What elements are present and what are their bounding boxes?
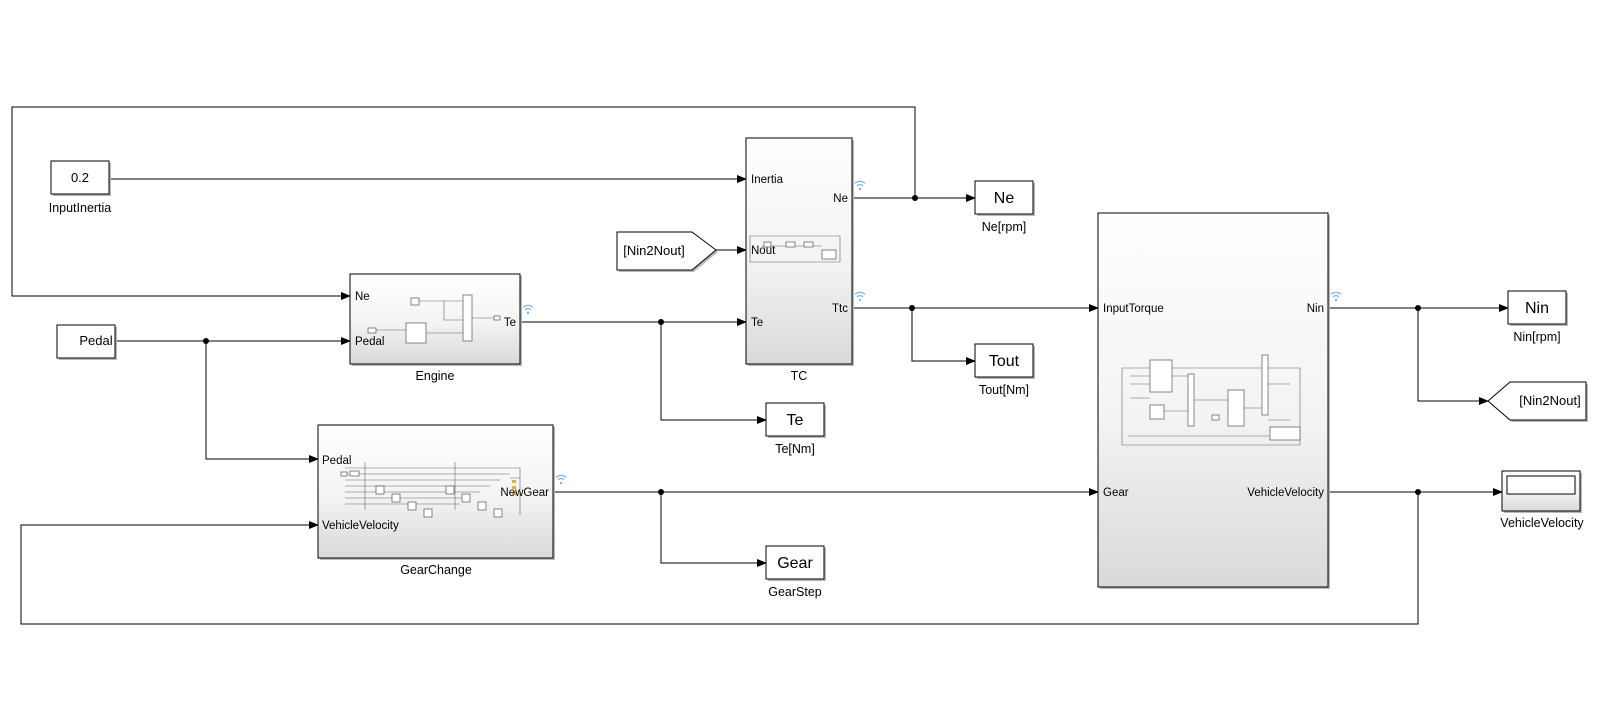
wire-te-display[interactable] [660,322,767,424]
from-nin2nout-block[interactable]: [Nin2Nout] [616,231,718,272]
pedal-block[interactable]: Pedal [56,324,117,360]
gear-display-value: Gear [777,555,813,572]
gear-change-port-pedal: Pedal [322,455,351,467]
gear-change-label: GearChange [400,563,472,577]
signal-logging-icons [522,180,1342,485]
wire-ne-feedback[interactable] [11,106,916,300]
junction-dot [203,338,209,344]
ne-display-label: Ne[rpm] [982,220,1026,234]
input-inertia-label: InputInertia [49,201,112,215]
ne-display-block[interactable]: Ne Ne[rpm] [974,180,1035,234]
wire-gear-display[interactable] [660,492,767,567]
nin-display-block[interactable]: Nin Nin[rpm] [1507,290,1568,344]
junction-dot [909,305,915,311]
tc-port-te: Te [751,317,763,329]
engine-subsystem[interactable]: Ne Pedal Te Engine [349,273,522,383]
engine-label: Engine [416,369,455,383]
junction-dot [1415,305,1421,311]
tc-mini-diagram [749,235,841,263]
junction-dot [912,195,918,201]
goto-nin2nout-block[interactable]: [Nin2Nout] [1487,381,1588,422]
goto-nin2nout-label: [Nin2Nout] [1519,393,1580,408]
transmission-mini-diagram [1121,354,1301,446]
input-inertia-value: 0.2 [71,170,89,185]
transmission-port-vehicle-velocity: VehicleVelocity [1247,487,1324,499]
ne-display-value: Ne [994,190,1015,207]
junction-dots [203,195,1421,495]
tout-display-block[interactable]: Tout Tout[Nm] [974,343,1035,397]
engine-port-te: Te [504,317,516,329]
nin-display-label: Nin[rpm] [1513,330,1560,344]
tc-label: TC [791,369,808,383]
wire-vv-feedback[interactable] [20,492,1419,625]
gear-display-label: GearStep [768,585,822,599]
gear-display-block[interactable]: Gear GearStep [765,545,826,599]
transmission-port-gear: Gear [1103,487,1129,499]
wifi-icon[interactable] [522,304,534,315]
te-display-block[interactable]: Te Te[Nm] [765,402,826,456]
nin-display-value: Nin [1525,300,1549,317]
wifi-icon[interactable] [1330,291,1342,302]
wifi-icon[interactable] [854,291,866,302]
junction-dot [658,489,664,495]
wire-pedal-gearchange[interactable] [205,341,319,463]
input-inertia-block[interactable]: 0.2 InputInertia [49,160,112,215]
tc-port-nout: Nout [751,245,776,257]
tout-display-label: Tout[Nm] [979,383,1029,397]
junction-dot [658,319,664,325]
tc-subsystem[interactable]: Inertia Nout Te Ne Ttc TC [745,137,854,383]
te-display-label: Te[Nm] [775,442,815,456]
vehicle-velocity-scope[interactable]: VehicleVelocity [1500,470,1584,530]
transmission-subsystem[interactable]: InputTorque Gear Nin VehicleVelocity [1097,212,1330,589]
vehicle-velocity-scope-label: VehicleVelocity [1500,516,1584,530]
tc-port-ttc: Ttc [832,303,848,315]
gear-change-port-vehicle-velocity: VehicleVelocity [322,520,399,532]
tout-display-value: Tout [989,353,1020,370]
transmission-port-nin: Nin [1307,303,1324,315]
scope-screen [1506,475,1576,495]
tc-port-inertia: Inertia [751,174,784,186]
transmission-port-input-torque: InputTorque [1103,303,1164,315]
engine-port-pedal: Pedal [355,336,384,348]
tc-port-ne: Ne [833,193,848,205]
wifi-icon[interactable] [854,180,866,191]
junction-dot [1415,489,1421,495]
wifi-icon[interactable] [555,474,567,485]
engine-port-ne: Ne [355,291,370,303]
gear-change-port-newgear: NewGear [500,487,549,499]
from-nin2nout-label: [Nin2Nout] [623,243,684,258]
te-display-value: Te [787,412,804,429]
gear-change-subsystem[interactable]: Pedal VehicleVelocity NewGear GearChange [317,424,555,577]
wire-tout[interactable] [911,308,976,365]
pedal-value: Pedal [79,333,112,348]
wire-nin-goto[interactable] [1417,308,1489,405]
engine-mini-diagram [367,294,501,344]
gear-change-mini-diagram [340,462,521,518]
